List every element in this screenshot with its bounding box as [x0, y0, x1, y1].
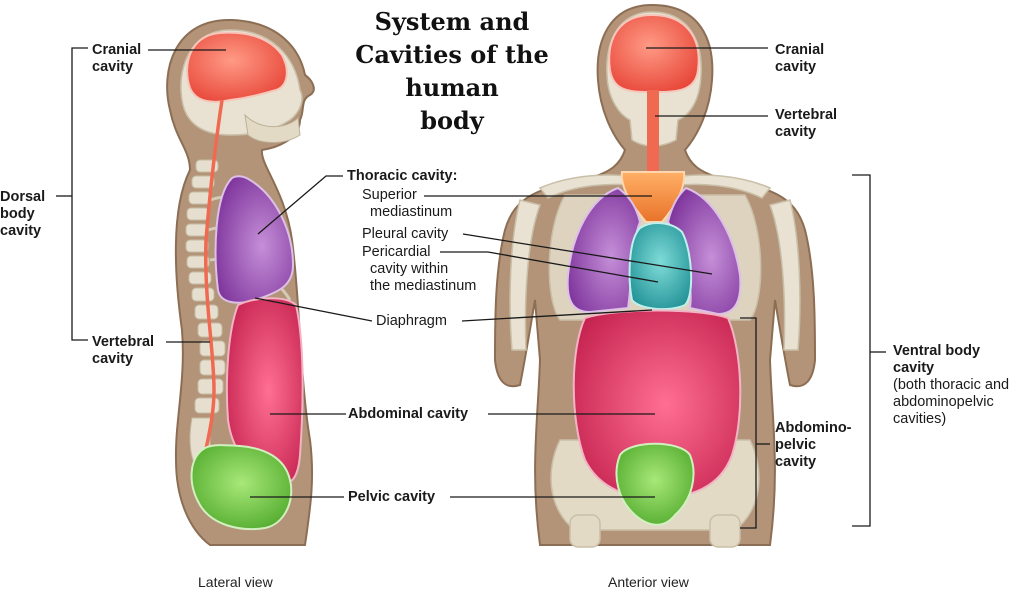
anterior-right-lung	[666, 186, 742, 316]
label-pericardial-line2: cavity within	[370, 261, 449, 277]
label-abdominopelvic-line1: Abdomino-	[775, 420, 852, 436]
label-pleural-cavity: Pleural cavity	[362, 226, 449, 242]
label-superior-line2: mediastinum	[370, 204, 453, 220]
anterior-cranial-cavity	[608, 13, 700, 93]
anterior-body	[493, 3, 817, 548]
label-cranial-left-line2: cavity	[92, 59, 134, 75]
label-vertebral-right-line2: cavity	[775, 124, 817, 140]
label-cranial-right: Cranial cavity	[775, 42, 824, 76]
label-pericardial-cavity: Pericardial cavity within the mediastinu…	[362, 244, 476, 295]
label-vertebral-right: Vertebral cavity	[775, 107, 837, 141]
label-dorsal-line2: body	[0, 206, 35, 222]
label-abdominopelvic-line2: pelvic	[775, 437, 817, 453]
label-cranial-left: Cranial cavity	[92, 42, 141, 76]
label-superior-mediastinum: Superior mediastinum	[362, 187, 452, 221]
label-ventral-body-cavity: Ventral body cavity (both thoracic and a…	[893, 343, 1009, 428]
label-diaphragm: Diaphragm	[376, 313, 447, 329]
caption-lateral-view: Lateral view	[198, 574, 273, 590]
dorsal-bracket	[71, 47, 88, 341]
title-line-1: System and	[374, 7, 530, 36]
caption-anterior-view: Anterior view	[608, 574, 689, 590]
diagram-title: System and Cavities of the human body	[318, 5, 586, 137]
anterior-femurs	[569, 514, 741, 548]
label-abdominopelvic-line3: cavity	[775, 454, 817, 470]
title-line-3: body	[420, 106, 484, 135]
label-vertebral-left-line1: Vertebral	[92, 334, 155, 350]
anterior-pelvic-cavity	[615, 442, 695, 526]
label-ventral-line5: cavities)	[893, 411, 947, 427]
label-thoracic-cavity: Thoracic cavity:	[347, 168, 458, 184]
label-ventral-line3: (both thoracic and	[893, 377, 1010, 393]
label-pericardial-line1: Pericardial	[362, 244, 431, 260]
anterior-abdominal-cavity	[572, 309, 742, 500]
label-cranial-right-line1: Cranial	[775, 42, 825, 58]
label-pelvic-cavity: Pelvic cavity	[348, 489, 436, 505]
lateral-pelvic-cavity	[190, 444, 293, 531]
label-ventral-line2: cavity	[893, 360, 935, 376]
label-abdominopelvic-cavity: Abdomino- pelvic cavity	[775, 420, 852, 471]
leader-lines	[56, 47, 886, 529]
label-dorsal-line1: Dorsal	[0, 189, 46, 205]
lateral-jaw	[244, 113, 301, 143]
label-abdominal-cavity: Abdominal cavity	[348, 406, 469, 422]
label-vertebral-left-line2: cavity	[92, 351, 134, 367]
lateral-vertebral-cavity	[200, 99, 224, 471]
lateral-abdominal-cavity	[225, 297, 304, 484]
label-ventral-line1: Ventral body	[893, 343, 981, 359]
anterior-vertebral-cavity	[647, 90, 659, 172]
label-cranial-right-line2: cavity	[775, 59, 817, 75]
label-dorsal-body-cavity: Dorsal body cavity	[0, 189, 45, 240]
lateral-body	[166, 18, 315, 546]
label-vertebral-right-line1: Vertebral	[775, 107, 838, 123]
lateral-thoracic-cavity	[214, 175, 295, 304]
label-superior-line1: Superior	[362, 187, 417, 203]
label-pericardial-line3: the mediastinum	[370, 278, 477, 294]
label-vertebral-left: Vertebral cavity	[92, 334, 154, 368]
label-ventral-line4: abdominopelvic	[893, 394, 994, 410]
anterior-superior-mediastinum	[620, 171, 686, 223]
title-line-2: Cavities of the human	[355, 40, 549, 102]
label-cranial-left-line1: Cranial	[92, 42, 142, 58]
label-dorsal-line3: cavity	[0, 223, 42, 239]
anterior-left-lung	[566, 186, 642, 314]
